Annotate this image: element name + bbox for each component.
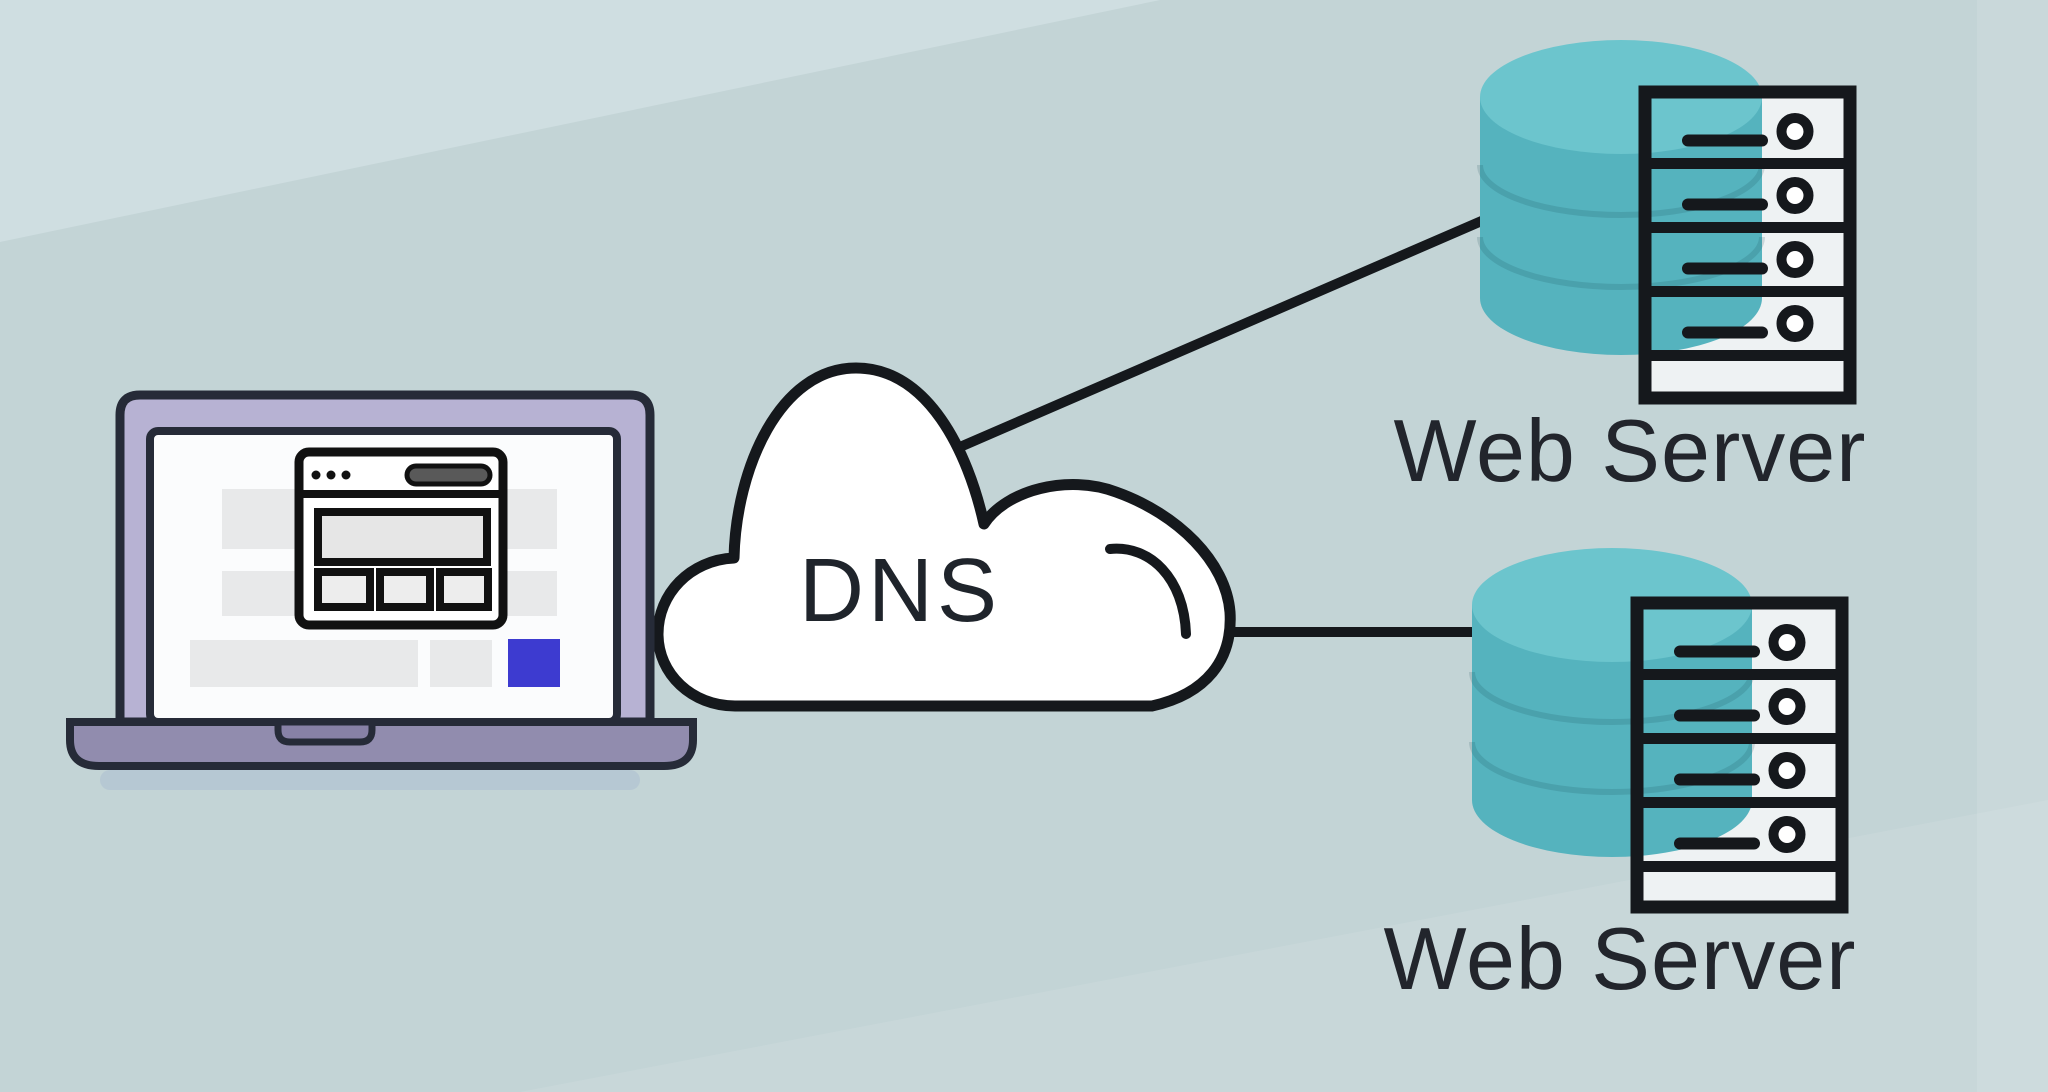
- server-rack-icon: [1638, 85, 1857, 405]
- rack-slot-leds: [1768, 624, 1806, 853]
- web-server-icon-1: [1480, 40, 1857, 405]
- rack-slot-bars: [1682, 134, 1768, 339]
- line-cloud-to-server-1: [925, 195, 1535, 465]
- rack-slot-bars: [1674, 645, 1760, 850]
- browser-dots-icon: [311, 470, 351, 480]
- laptop-base: [66, 718, 697, 770]
- browser-content-box: [314, 508, 491, 566]
- browser-small-boxes: [314, 568, 492, 611]
- web-server-label-1: Web Server: [1393, 401, 1867, 500]
- dns-cloud-label: DNS: [798, 541, 1002, 641]
- web-server-label-2: Web Server: [1383, 909, 1857, 1008]
- laptop-base-notch: [274, 718, 376, 746]
- browser-window-icon: [294, 447, 508, 630]
- laptop-icon: [66, 390, 697, 790]
- background-highlight-triangle: [0, 0, 1160, 242]
- web-server-icon-2: [1472, 548, 1849, 914]
- server-rack-icon: [1630, 596, 1849, 914]
- cloud-inner-arc: [1105, 543, 1191, 639]
- screen-accent-square: [508, 639, 560, 687]
- dns-cloud-icon: [652, 362, 1236, 712]
- rack-slot-leds: [1776, 113, 1814, 342]
- browser-address-pill: [404, 463, 493, 487]
